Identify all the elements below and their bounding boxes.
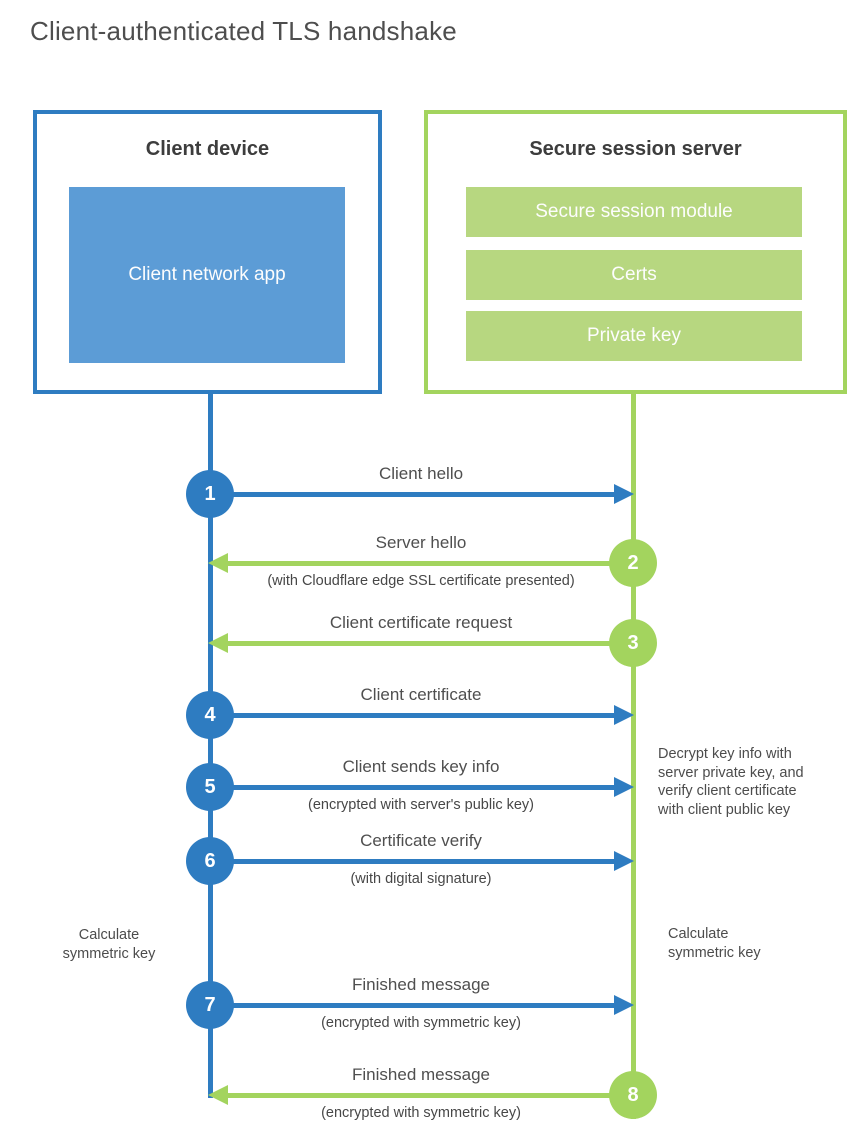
server-module-secure-session: Secure session module bbox=[466, 187, 802, 237]
step-6-arrowhead-right-icon bbox=[614, 851, 634, 871]
server-module-private-key: Private key bbox=[466, 311, 802, 361]
step-1-marker: 1 bbox=[186, 470, 234, 518]
step-4-marker: 4 bbox=[186, 691, 234, 739]
step-2-marker: 2 bbox=[609, 539, 657, 587]
step-6-arrow-line bbox=[212, 859, 616, 864]
step-2-label: Server hello bbox=[375, 533, 467, 552]
step-7-sublabel: (encrypted with symmetric key) bbox=[321, 1015, 521, 1031]
step-5-arrow-line bbox=[212, 785, 616, 790]
note-calculate-symmetric-key-client: Calculate symmetric key bbox=[62, 927, 156, 962]
step-7-arrowhead-right-icon bbox=[614, 995, 634, 1015]
step-2-arrow-line bbox=[228, 561, 632, 566]
step-4-arrow-line bbox=[212, 713, 616, 718]
step-5-arrowhead-right-icon bbox=[614, 777, 634, 797]
step-2-sublabel: (with Cloudflare edge SSL certificate pr… bbox=[267, 573, 575, 589]
step-6-sublabel: (with digital signature) bbox=[350, 871, 492, 887]
note-calculate-symmetric-key-server: Calculate symmetric key bbox=[668, 926, 761, 961]
step-8-arrow-line bbox=[228, 1093, 632, 1098]
step-8-arrowhead-left-icon bbox=[208, 1085, 228, 1105]
step-1-arrow-line bbox=[212, 492, 616, 497]
step-8-marker: 8 bbox=[609, 1071, 657, 1119]
step-7-marker: 7 bbox=[186, 981, 234, 1029]
step-6-marker: 6 bbox=[186, 837, 234, 885]
step-4-label: Client certificate bbox=[360, 685, 482, 704]
note-decrypt-key-info: Decrypt key info with server private key… bbox=[658, 746, 804, 818]
client-device-title: Client device bbox=[145, 138, 270, 160]
step-3-arrowhead-left-icon bbox=[208, 633, 228, 653]
step-8-sublabel: (encrypted with symmetric key) bbox=[321, 1105, 521, 1121]
page-title: Client-authenticated TLS handshake bbox=[30, 16, 457, 46]
step-6-label: Certificate verify bbox=[360, 831, 482, 850]
step-2-arrowhead-left-icon bbox=[208, 553, 228, 573]
step-3-label: Client certificate request bbox=[329, 613, 513, 632]
step-7-arrow-line bbox=[212, 1003, 616, 1008]
client-network-app-box: Client network app bbox=[69, 187, 345, 363]
step-1-arrowhead-right-icon bbox=[614, 484, 634, 504]
client-network-app-label: Client network app bbox=[128, 263, 286, 285]
step-3-marker: 3 bbox=[609, 619, 657, 667]
server-module-certs: Certs bbox=[466, 250, 802, 300]
secure-session-server-title: Secure session server bbox=[529, 138, 742, 160]
server-lifeline bbox=[631, 394, 636, 1119]
client-lifeline bbox=[208, 394, 213, 1098]
step-1-label: Client hello bbox=[378, 464, 464, 483]
step-8-label: Finished message bbox=[352, 1065, 490, 1084]
step-3-arrow-line bbox=[228, 641, 632, 646]
step-7-label: Finished message bbox=[352, 975, 490, 994]
step-5-sublabel: (encrypted with server's public key) bbox=[308, 797, 534, 813]
step-5-marker: 5 bbox=[186, 763, 234, 811]
step-4-arrowhead-right-icon bbox=[614, 705, 634, 725]
step-5-label: Client sends key info bbox=[342, 757, 500, 776]
